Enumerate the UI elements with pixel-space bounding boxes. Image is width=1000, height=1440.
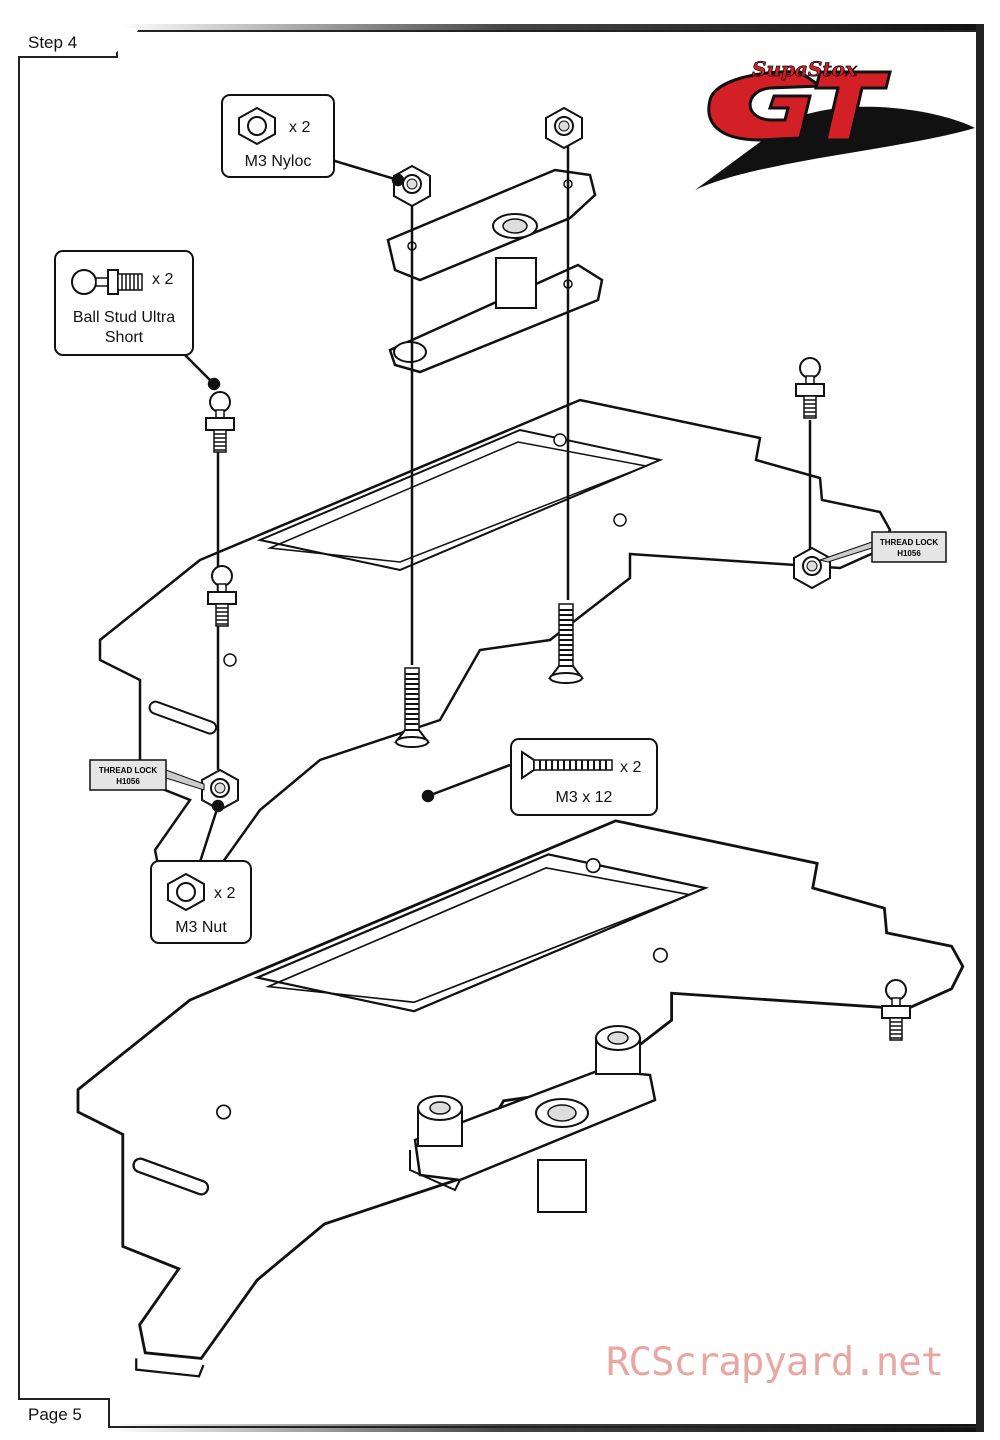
ball-stud-label-line1: Ball Stud Ultra <box>72 309 176 326</box>
countersunk-screw-icon <box>521 750 613 780</box>
svg-text:H1056: H1056 <box>116 777 140 786</box>
right-border-bar <box>976 24 984 1432</box>
upper-mount-arms <box>386 168 604 374</box>
nut-qty: x 2 <box>214 885 236 902</box>
ball-stud-qty: x 2 <box>152 271 174 288</box>
ball-stud-icon <box>71 269 143 295</box>
ball-stud-right <box>795 357 825 419</box>
callout-m3x12-screw: x 2 M3 x 12 <box>510 738 658 816</box>
nyloc-nut-icon <box>238 106 276 146</box>
screw-label: M3 x 12 <box>555 789 613 806</box>
step-label: Step 4 <box>18 28 138 58</box>
m3-nut-right <box>793 547 831 589</box>
supastox-gt-logo: SupaStox <box>695 57 975 190</box>
thread-lock-tube-left: THREAD LOCK H1056 <box>89 759 205 791</box>
ball-stud-left <box>205 391 235 453</box>
nyloc-nut-right <box>545 107 583 149</box>
top-border-bar <box>120 24 982 32</box>
nyloc-qty: x 2 <box>289 119 311 136</box>
bottom-border-bar <box>110 1424 982 1432</box>
watermark-text: RCScrapyard.net <box>606 1340 944 1385</box>
screw-qty: x 2 <box>620 759 642 776</box>
nyloc-label: M3 Nyloc <box>244 153 312 170</box>
page-number: Page 5 <box>18 1398 110 1428</box>
callout-m3-nyloc: x 2 M3 Nyloc <box>221 94 335 178</box>
callout-ball-stud: x 2 Ball Stud Ultra Short <box>54 250 194 356</box>
page-frame <box>18 30 980 1428</box>
callout-m3-nut: x 2 M3 Nut <box>150 860 252 944</box>
svg-text:THREAD LOCK: THREAD LOCK <box>99 766 157 775</box>
svg-text:THREAD LOCK: THREAD LOCK <box>880 538 938 547</box>
thread-lock-tube-right: THREAD LOCK H1056 <box>818 531 947 563</box>
svg-text:H1056: H1056 <box>897 549 921 558</box>
assembled-mount <box>409 1025 657 1213</box>
nut-label: M3 Nut <box>175 919 227 936</box>
logo-script-text: SupaStox <box>752 57 858 81</box>
ball-stud-label-line2: Short <box>104 329 144 346</box>
assembled-ball-stud-right <box>881 979 911 1041</box>
hex-nut-icon <box>167 872 205 912</box>
